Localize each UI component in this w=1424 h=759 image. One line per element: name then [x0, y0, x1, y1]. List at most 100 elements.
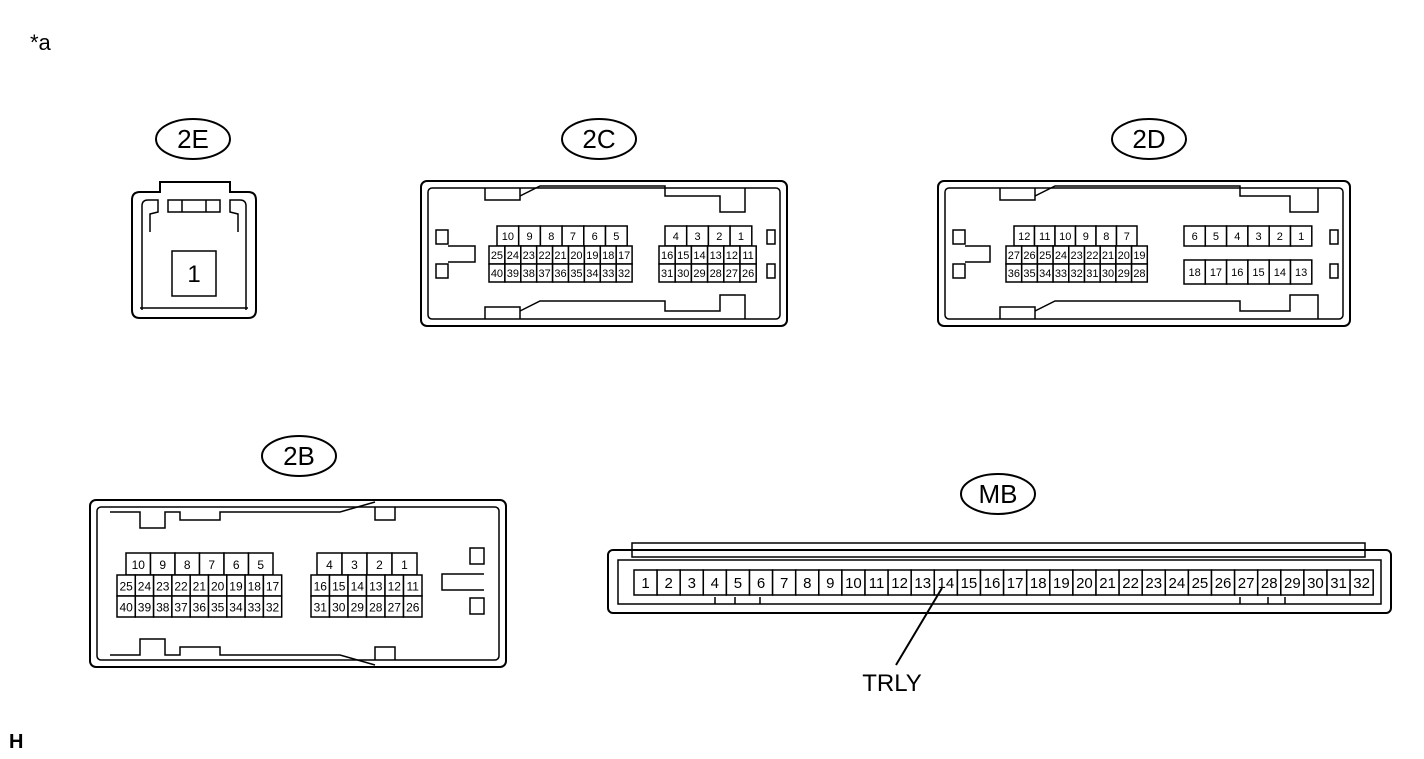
connector-2B-pin-6: 6 — [233, 558, 240, 572]
connector-2D-pin-28: 28 — [1133, 268, 1145, 280]
connector-2B-pin-5: 5 — [257, 558, 264, 572]
connector-2C-pin-38: 38 — [523, 268, 535, 280]
connector-MB-pin-7: 7 — [780, 575, 788, 592]
connector-2D-pin-27: 27 — [1008, 250, 1020, 262]
connector-2C-pin-1: 1 — [738, 231, 744, 243]
connector-2B-pin-38: 38 — [156, 601, 170, 615]
connector-2B-pin-8: 8 — [184, 558, 191, 572]
connector-2C-pin-6: 6 — [592, 231, 598, 243]
connector-2D-pin-28-cell — [1130, 263, 1149, 283]
connector-2B-pin-3: 3 — [351, 558, 358, 572]
connector-2E-label: 2E — [177, 124, 209, 154]
connector-2B-pin-36: 36 — [193, 601, 207, 615]
connector-2E-pin-1: 1 — [187, 261, 200, 288]
connector-2E-pins: 1 — [171, 250, 217, 297]
connector-MB-pin-27: 27 — [1238, 575, 1255, 592]
connector-2D-pin-35: 35 — [1023, 268, 1035, 280]
connector-MB-pin-32: 32 — [1353, 575, 1370, 592]
connector-MB-pin-2: 2 — [664, 575, 672, 592]
connector-2D-pin-1-cell — [1289, 225, 1313, 247]
connector-MB-pin-4: 4 — [711, 575, 719, 592]
connector-2C-pin-10: 10 — [502, 231, 514, 243]
connector-2B-pin-14: 14 — [351, 580, 365, 594]
connector-MB-pin-15: 15 — [961, 575, 978, 592]
connector-MB-pin-16: 16 — [984, 575, 1001, 592]
connector-2B-pin-28: 28 — [369, 601, 383, 615]
connector-MB-pin-14: 14 — [938, 575, 955, 592]
connector-2B-pin-9: 9 — [159, 558, 166, 572]
connector-2B-pin-11: 11 — [407, 580, 420, 594]
connector-2B-housing — [89, 499, 507, 668]
connector-MB-pin-10: 10 — [845, 575, 862, 592]
connector-2B-pin-39: 39 — [138, 601, 152, 615]
connector-MB-label: MB — [979, 479, 1018, 509]
figure-ref: *a — [30, 30, 51, 55]
connector-2B-pin-26-cell — [402, 595, 423, 618]
connector-MB-pin-30: 30 — [1307, 575, 1324, 592]
connector-2C-label: 2C — [582, 124, 615, 154]
connector-2B-pin-12: 12 — [388, 580, 402, 594]
connector-2D-pin-29: 29 — [1118, 268, 1130, 280]
connector-2C-pin-24: 24 — [507, 250, 519, 262]
connector-2C-pin-32-cell — [615, 263, 633, 283]
connector-MB-pin-12: 12 — [891, 575, 908, 592]
connector-MB-pin-18: 18 — [1030, 575, 1047, 592]
connector-2B-pin-1: 1 — [401, 558, 408, 572]
connector-2E-housing — [131, 181, 257, 319]
connector-MB-pin-20: 20 — [1076, 575, 1093, 592]
connector-2B-pin-16: 16 — [314, 580, 328, 594]
connector-2B-pin-34: 34 — [229, 601, 243, 615]
connector-MB-pin-31: 31 — [1330, 575, 1347, 592]
connector-2D-pin-18: 18 — [1189, 267, 1201, 279]
connector-2D-pin-21: 21 — [1102, 250, 1114, 262]
connector-2B-pin-13: 13 — [369, 580, 383, 594]
connector-2B-pin-35: 35 — [211, 601, 225, 615]
connector-2D-pin-32: 32 — [1071, 268, 1083, 280]
connector-2C-pin-3: 3 — [694, 231, 700, 243]
connector-2D-pin-20: 20 — [1118, 250, 1130, 262]
connector-MB-pin-21: 21 — [1099, 575, 1116, 592]
connector-MB-pin-32-cell — [1349, 569, 1374, 596]
connector-2D-pin-1: 1 — [1298, 231, 1304, 243]
connector-2D-pin-10: 10 — [1059, 231, 1071, 243]
connector-2B-pin-24: 24 — [138, 580, 152, 594]
connector-2D-pin-16: 16 — [1231, 267, 1243, 279]
connector-2B-pin-29: 29 — [351, 601, 365, 615]
connector-2D-pin-13: 13 — [1295, 267, 1307, 279]
connector-2D-pin-31: 31 — [1086, 268, 1098, 280]
connector-2B-pin-30: 30 — [332, 601, 346, 615]
connector-2C-pin-35: 35 — [570, 268, 582, 280]
connector-2B-pin-18: 18 — [248, 580, 262, 594]
connector-2B-pin-21: 21 — [193, 580, 207, 594]
connector-2D-pin-23: 23 — [1071, 250, 1083, 262]
connector-2D-pin-11: 11 — [1039, 231, 1050, 243]
connector-MB-pin-6: 6 — [757, 575, 765, 592]
connector-2B-pin-23: 23 — [156, 580, 170, 594]
connector-MB-pin-19: 19 — [1053, 575, 1070, 592]
connector-MB-pin-1: 1 — [641, 575, 649, 592]
connector-2C-pin-23: 23 — [523, 250, 535, 262]
connector-MB-pin-25: 25 — [1192, 575, 1209, 592]
connector-MB-pin-11: 11 — [869, 575, 885, 592]
connector-2D-pin-33: 33 — [1055, 268, 1067, 280]
connector-2C-pin-21: 21 — [554, 250, 566, 262]
connector-2C-pin-12: 12 — [726, 250, 738, 262]
connector-2C-pin-26-cell — [739, 263, 757, 283]
connector-2B-pin-17: 17 — [266, 580, 280, 594]
connector-2D-pin-30: 30 — [1102, 268, 1114, 280]
connector-2C-pin-11: 11 — [742, 250, 753, 262]
connector-MB-pin-13: 13 — [914, 575, 931, 592]
connector-2D-pin-12: 12 — [1018, 231, 1030, 243]
connector-2C-pin-19: 19 — [586, 250, 598, 262]
connector-MB-pin-3: 3 — [688, 575, 696, 592]
connector-2D-pin-13-cell — [1289, 259, 1313, 285]
connector-2B-pin-20: 20 — [211, 580, 225, 594]
connector-2D-pin-7: 7 — [1124, 231, 1130, 243]
connector-2D-pin-26: 26 — [1023, 250, 1035, 262]
connector-2B-label: 2B — [283, 441, 315, 471]
